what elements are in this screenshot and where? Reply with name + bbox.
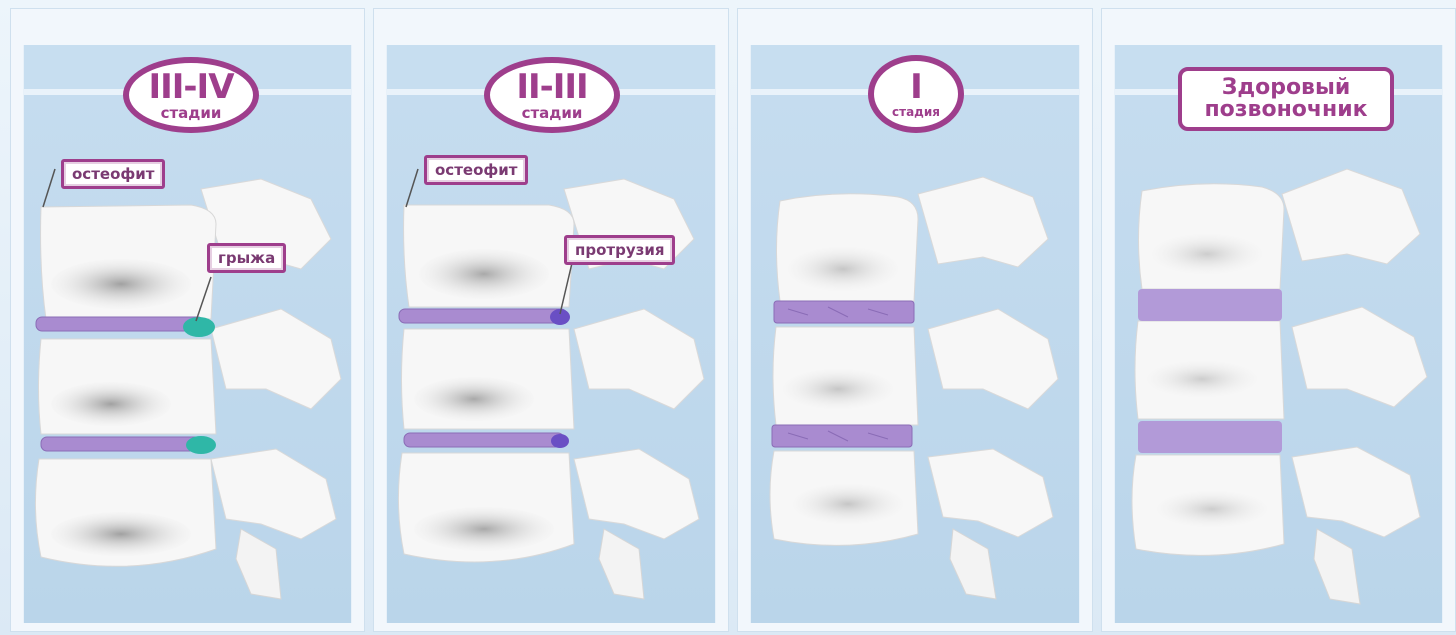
stage-badge: II-III стадии — [484, 57, 620, 133]
stage-badge-number: II-III — [516, 70, 587, 104]
stage-badge-number: I — [910, 70, 922, 104]
panel-stage-3-4: III-IV стадии остеофит грыжа — [10, 8, 365, 632]
label-hernia: грыжа — [207, 243, 286, 273]
panel-healthy: Здоровый позвоночник — [1101, 8, 1456, 632]
stage-badge-caption: стадии — [161, 106, 222, 121]
stage-badge-caption: стадии — [522, 106, 583, 121]
label-osteophyte: остеофит — [61, 159, 165, 189]
healthy-badge-line1: Здоровый — [1222, 77, 1351, 99]
healthy-badge-line2: позвоночник — [1204, 99, 1367, 121]
healthy-badge: Здоровый позвоночник — [1178, 67, 1394, 131]
label-osteophyte: остеофит — [424, 155, 528, 185]
stage-badge: I стадия — [868, 55, 964, 133]
stage-badge-caption: стадия — [892, 106, 940, 118]
panel-stage-1: I стадия — [737, 8, 1093, 632]
panel-stage-2-3: II-III стадии остеофит протрузия — [373, 8, 729, 632]
stage-badge: III-IV стадии — [123, 57, 259, 133]
stage-badge-number: III-IV — [148, 70, 233, 104]
label-protrusion: протрузия — [564, 235, 675, 265]
